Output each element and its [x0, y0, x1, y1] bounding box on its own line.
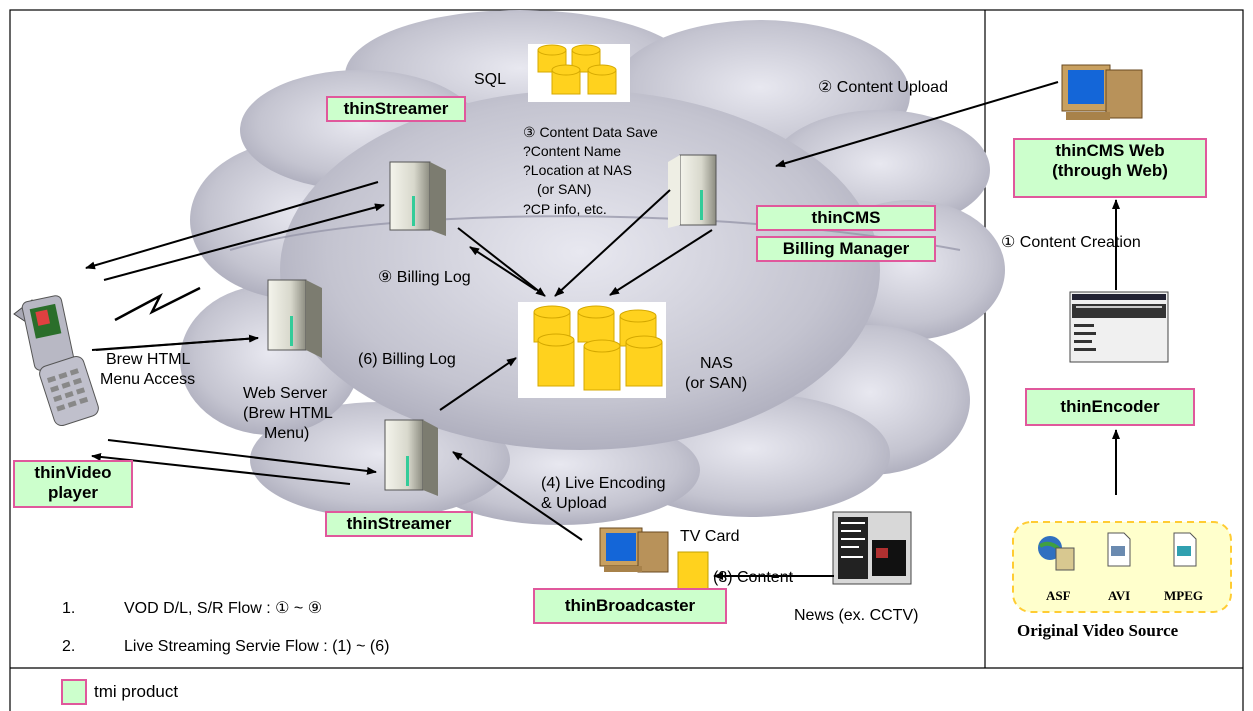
cp-info-label: ?CP info, etc. [523, 201, 607, 217]
outer-frame [9, 9, 1244, 711]
legend-item-2-text: Live Streaming Servie Flow : (1) ~ (6) [124, 638, 390, 655]
flow-arrows [85, 81, 1120, 580]
encoder-screenshot-icon [1069, 291, 1169, 363]
original-video-source-label: Original Video Source [1017, 621, 1179, 640]
billing-log-9-label: ⑨ Billing Log [378, 269, 471, 286]
tv-card-icon [677, 551, 709, 593]
thin-streamer-bottom-box: thinStreamer [325, 511, 473, 537]
thin-cms-web-line1: thinCMS Web [1055, 141, 1165, 160]
mpeg-file-icon [1173, 532, 1197, 567]
content-3-label: (3) Content [713, 569, 794, 586]
mobile-phone-icon [13, 295, 99, 427]
legend-product-swatch [61, 679, 87, 705]
web-server-icon [267, 279, 322, 358]
nas-label: NAS [700, 355, 733, 372]
content-creation-label: ① Content Creation [1001, 234, 1141, 251]
or-san-label-2: (or SAN) [685, 375, 748, 392]
streamer-server-top-icon [389, 161, 446, 236]
content-name-label: ?Content Name [523, 143, 622, 159]
asf-label: ASF [1046, 588, 1071, 603]
mpeg-label: MPEG [1164, 588, 1203, 603]
asf-file-icon [1038, 536, 1075, 571]
nas-database-icon [518, 302, 666, 398]
legend-item-1-text: VOD D/L, S/R Flow : ① ~ ⑨ [124, 600, 323, 617]
cms-server-icon [668, 154, 717, 228]
or-san-label-1: (or SAN) [537, 181, 592, 197]
menu-access-label: Menu Access [100, 371, 196, 388]
wireless-signal-icon [114, 286, 201, 322]
thin-cms-web-box: thinCMS Web (through Web) [1013, 138, 1207, 198]
legend-item-1-number: 1. [62, 600, 76, 617]
web-server-label: Web Server [243, 385, 328, 402]
billing-manager-box: Billing Manager [756, 236, 936, 262]
thin-encoder-box: thinEncoder [1025, 388, 1195, 426]
live-encoding-label: (4) Live Encoding [541, 475, 666, 492]
news-label: News (ex. CCTV) [794, 607, 919, 624]
billing-log-6-label: (6) Billing Log [358, 351, 456, 368]
thin-video-line2: player [47, 483, 99, 502]
location-nas-label: ?Location at NAS [523, 162, 632, 178]
legend-item-2-number: 2. [62, 638, 76, 655]
cms-web-pc-icon [1061, 64, 1143, 120]
broadcaster-pc-icon [599, 527, 669, 573]
streamer-server-bottom-icon [384, 419, 438, 496]
legend-product-label: tmi product [94, 682, 179, 701]
brew-html-menu-label: (Brew HTML [243, 405, 333, 422]
sql-label: SQL [474, 71, 507, 88]
menu-close-label: Menu) [264, 425, 310, 442]
data-save-label: ③ Content Data Save [523, 124, 658, 140]
thin-cms-box: thinCMS [756, 205, 936, 231]
brew-html-label: Brew HTML [106, 351, 191, 368]
tv-card-label: TV Card [680, 528, 740, 545]
news-screenshot-icon [832, 511, 912, 585]
thin-video-line1: thinVideo [34, 463, 112, 482]
thin-cms-web-line2: (through Web) [1052, 161, 1168, 180]
content-upload-label: ② Content Upload [818, 79, 948, 96]
thin-streamer-top-box: thinStreamer [326, 96, 466, 122]
sql-database-icon [528, 44, 630, 102]
avi-label: AVI [1108, 588, 1131, 603]
and-upload-label: & Upload [541, 495, 607, 512]
thin-video-player-box: thinVideo player [13, 460, 133, 508]
thin-broadcaster-box: thinBroadcaster [533, 588, 727, 624]
avi-file-icon [1107, 532, 1131, 567]
